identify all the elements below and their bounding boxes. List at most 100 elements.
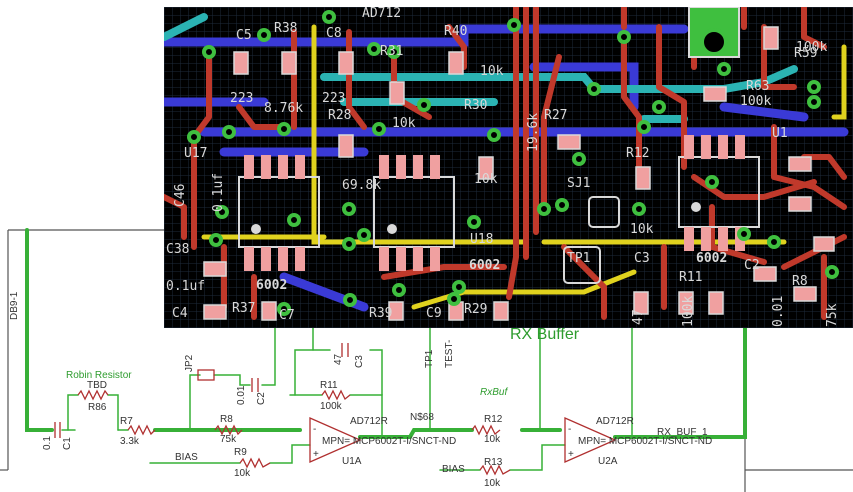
label-100k-c: 100k <box>681 296 696 327</box>
label-c38: C38 <box>166 242 189 257</box>
label-6002-c: 6002 <box>696 251 727 266</box>
label-19-6k: 19.6k <box>526 113 541 152</box>
r12-name: R12 <box>484 414 503 425</box>
wire-c2-r <box>261 327 276 386</box>
label-r28: R28 <box>328 108 351 123</box>
u2a-pin-minus: - <box>568 424 571 435</box>
label-tp1: TP1 <box>567 251 590 266</box>
resistor-r8 <box>214 424 243 436</box>
net-n68: N$68 <box>410 412 434 423</box>
tp1-label: TP1 <box>424 349 435 368</box>
r9-name: R9 <box>234 447 247 458</box>
label-c8: C8 <box>326 26 342 41</box>
ic-u17-footprint <box>238 155 320 271</box>
label-u1: U1 <box>772 126 788 141</box>
label-c3: C3 <box>634 251 650 266</box>
label-r38: R38 <box>274 21 297 36</box>
r13-name: R13 <box>484 457 503 468</box>
wire-c3-r <box>369 349 383 396</box>
label-sj1: SJ1 <box>567 176 590 191</box>
passive-pads <box>203 26 835 321</box>
net-rx-buf: RX_BUF_1 <box>657 427 708 438</box>
opamp-u2a <box>564 417 617 463</box>
label-r29: R29 <box>464 302 487 317</box>
net-bias-1: BIAS <box>175 452 198 463</box>
label-0-1uf-b: 0.1uf <box>166 279 205 294</box>
resistor-r7 <box>127 424 156 436</box>
wire-jp2 <box>189 374 201 431</box>
wire-r86 <box>67 394 79 431</box>
r7-name: R7 <box>120 416 133 427</box>
schematic-parts <box>54 343 617 476</box>
u1a-model: AD712R <box>350 416 388 427</box>
label-75k: 75k <box>825 303 840 327</box>
label-r27: R27 <box>544 108 567 123</box>
wire-r9-u1 <box>269 444 311 464</box>
resistor-r9 <box>239 457 271 469</box>
resistor-r86 <box>77 389 109 401</box>
schematic-labels: DB9-1 Robin Resistor TBD R86 0.1 C1 R7 3… <box>9 291 712 489</box>
label-c2: C2 <box>744 258 760 273</box>
label-c5: C5 <box>236 28 252 43</box>
u2a-model: AD712R <box>596 416 634 427</box>
label-r63: R63 <box>746 79 769 94</box>
label-0-01: 0.01 <box>771 296 786 327</box>
label-6002-b: 6002 <box>469 258 500 273</box>
pcb-canvas: AD712 C5 R38 C8 R40 R31 10k R59 100k R63… <box>164 7 853 328</box>
r86-value: TBD <box>87 380 107 391</box>
wire-rxbuf-out <box>613 323 747 439</box>
note-rxbuf: RxBuf <box>480 387 508 398</box>
u1a-pin-minus: - <box>313 424 316 435</box>
schematic-wires <box>25 228 747 471</box>
c1-name: C1 <box>62 437 73 450</box>
r13-value: 10k <box>484 478 501 489</box>
label-c46: C46 <box>173 184 188 207</box>
resistor-r13 <box>479 464 511 476</box>
label-8-76k: 8.76k <box>264 101 303 116</box>
label-r30: R30 <box>464 98 487 113</box>
r11-name: R11 <box>320 380 338 391</box>
c3-value: 47 <box>333 353 344 365</box>
label-10k-c: 10k <box>474 172 498 187</box>
label-r8: R8 <box>792 274 808 289</box>
note-robin-resistor: Robin Resistor <box>66 370 132 381</box>
label-r12: R12 <box>626 146 649 161</box>
vias <box>187 10 839 316</box>
wire-c2 <box>213 374 251 386</box>
label-r31: R31 <box>380 44 403 59</box>
rx-buffer-title: RX Buffer <box>510 326 580 343</box>
label-10k-b: 10k <box>392 116 416 131</box>
r11-value: 100k <box>320 401 343 412</box>
wire-c3 <box>294 349 331 396</box>
u2a-name: U2A <box>598 456 618 467</box>
u2a-mpn: MPN= MCP6002T-I/SNCT-ND <box>578 436 712 447</box>
label-223-b: 223 <box>322 91 345 106</box>
pcb-silkscreen-labels: AD712 C5 R38 C8 R40 R31 10k R59 100k R63… <box>166 7 840 327</box>
c3-name: C3 <box>354 355 365 368</box>
r8-value: 75k <box>220 434 237 445</box>
capacitor-c3 <box>341 343 349 357</box>
capacitor-c2 <box>251 378 259 392</box>
r7-value: 3.3k <box>120 436 140 447</box>
u1a-name: U1A <box>342 456 362 467</box>
label-10k-a: 10k <box>480 64 504 79</box>
label-r37: R37 <box>232 301 255 316</box>
resistor-r11 <box>321 389 351 401</box>
pcb-layout-view: AD712 C5 R38 C8 R40 R31 10k R59 100k R63… <box>164 7 853 328</box>
label-100k-b: 100k <box>740 94 771 109</box>
label-r11: R11 <box>679 270 702 285</box>
label-top-partial: AD712 <box>362 7 401 21</box>
label-u18: U18 <box>470 232 493 247</box>
label-100k-a: 100k <box>796 40 827 55</box>
label-c7: C7 <box>279 308 295 323</box>
wire-db9 <box>25 228 54 432</box>
jp2-name: JP2 <box>184 354 195 372</box>
r12-value: 10k <box>484 434 501 445</box>
c2-value: 0.01 <box>236 385 247 405</box>
c2-name: C2 <box>256 392 267 405</box>
wire-r86-r <box>107 394 119 431</box>
test-label: TEST- <box>444 340 455 368</box>
net-db9-label: DB9-1 <box>9 291 20 320</box>
wire-r13-u2 <box>509 444 566 471</box>
u2a-pin-plus: + <box>568 449 574 460</box>
